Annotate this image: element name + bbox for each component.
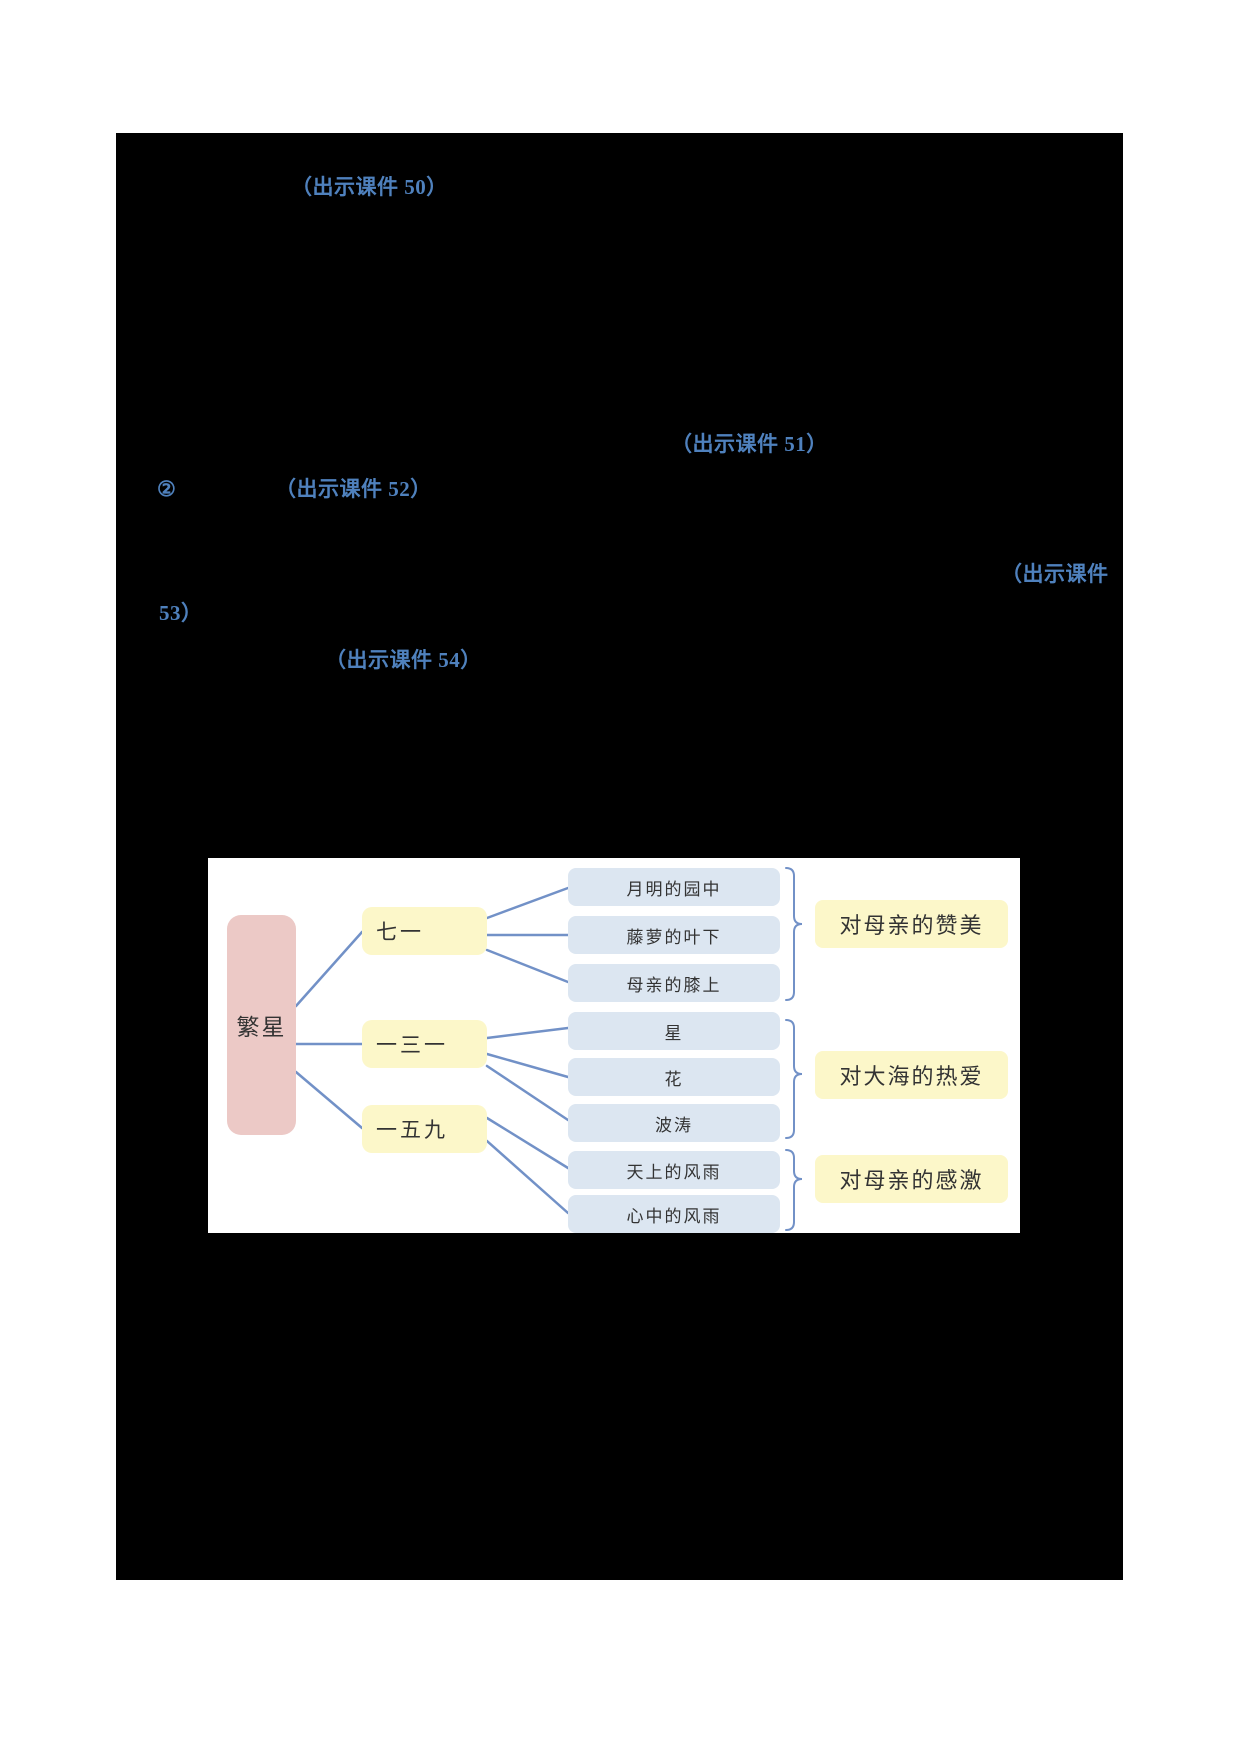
grouping-brace-icon xyxy=(785,1019,803,1139)
connector-line xyxy=(294,930,364,1008)
text-block-background xyxy=(116,133,1123,1580)
courseware-cue-52: （出示课件 52） xyxy=(275,477,432,501)
mindmap-item: 星 xyxy=(568,1012,780,1050)
circled-number-2: ② xyxy=(157,477,177,501)
mindmap-item: 藤萝的叶下 xyxy=(568,916,780,954)
connector-line xyxy=(485,1139,570,1215)
mindmap-root: 繁星 xyxy=(227,915,296,1135)
mindmap-theme: 对母亲的赞美 xyxy=(815,900,1008,948)
mindmap-item: 天上的风雨 xyxy=(568,1151,780,1189)
mindmap-figure: 繁星 七一 一三一 一五九 月明的园中 藤萝的叶下 母亲的膝上 星 花 波涛 天… xyxy=(208,858,1020,1233)
courseware-cue-54: （出示课件 54） xyxy=(325,648,482,672)
courseware-cue-53-part2: 53） xyxy=(159,601,203,625)
connector-line xyxy=(485,1064,570,1122)
connector-line xyxy=(485,948,570,984)
mindmap-theme: 对母亲的感激 xyxy=(815,1155,1008,1203)
courseware-cue-53-part1: （出示课件 xyxy=(1001,562,1109,586)
mindmap-item: 花 xyxy=(568,1058,780,1096)
mindmap-section: 一三一 xyxy=(362,1020,487,1068)
mindmap-item: 月明的园中 xyxy=(568,868,780,906)
mindmap-section: 一五九 xyxy=(362,1105,487,1153)
mindmap-item: 心中的风雨 xyxy=(568,1195,780,1233)
courseware-cue-50: （出示课件 50） xyxy=(291,175,448,199)
connector-line xyxy=(294,1070,364,1130)
connector-line xyxy=(485,1026,570,1040)
connector-layer xyxy=(294,867,803,1231)
mindmap-item: 母亲的膝上 xyxy=(568,964,780,1002)
courseware-cue-51: （出示课件 51） xyxy=(671,432,828,456)
mindmap-theme: 对大海的热爱 xyxy=(815,1051,1008,1099)
connector-line xyxy=(485,1116,570,1170)
grouping-brace-icon xyxy=(785,867,803,1001)
connector-line xyxy=(485,1052,570,1079)
connector-line xyxy=(485,886,570,920)
mindmap-item: 波涛 xyxy=(568,1104,780,1142)
mindmap-section: 七一 xyxy=(362,907,487,955)
grouping-brace-icon xyxy=(785,1149,803,1231)
